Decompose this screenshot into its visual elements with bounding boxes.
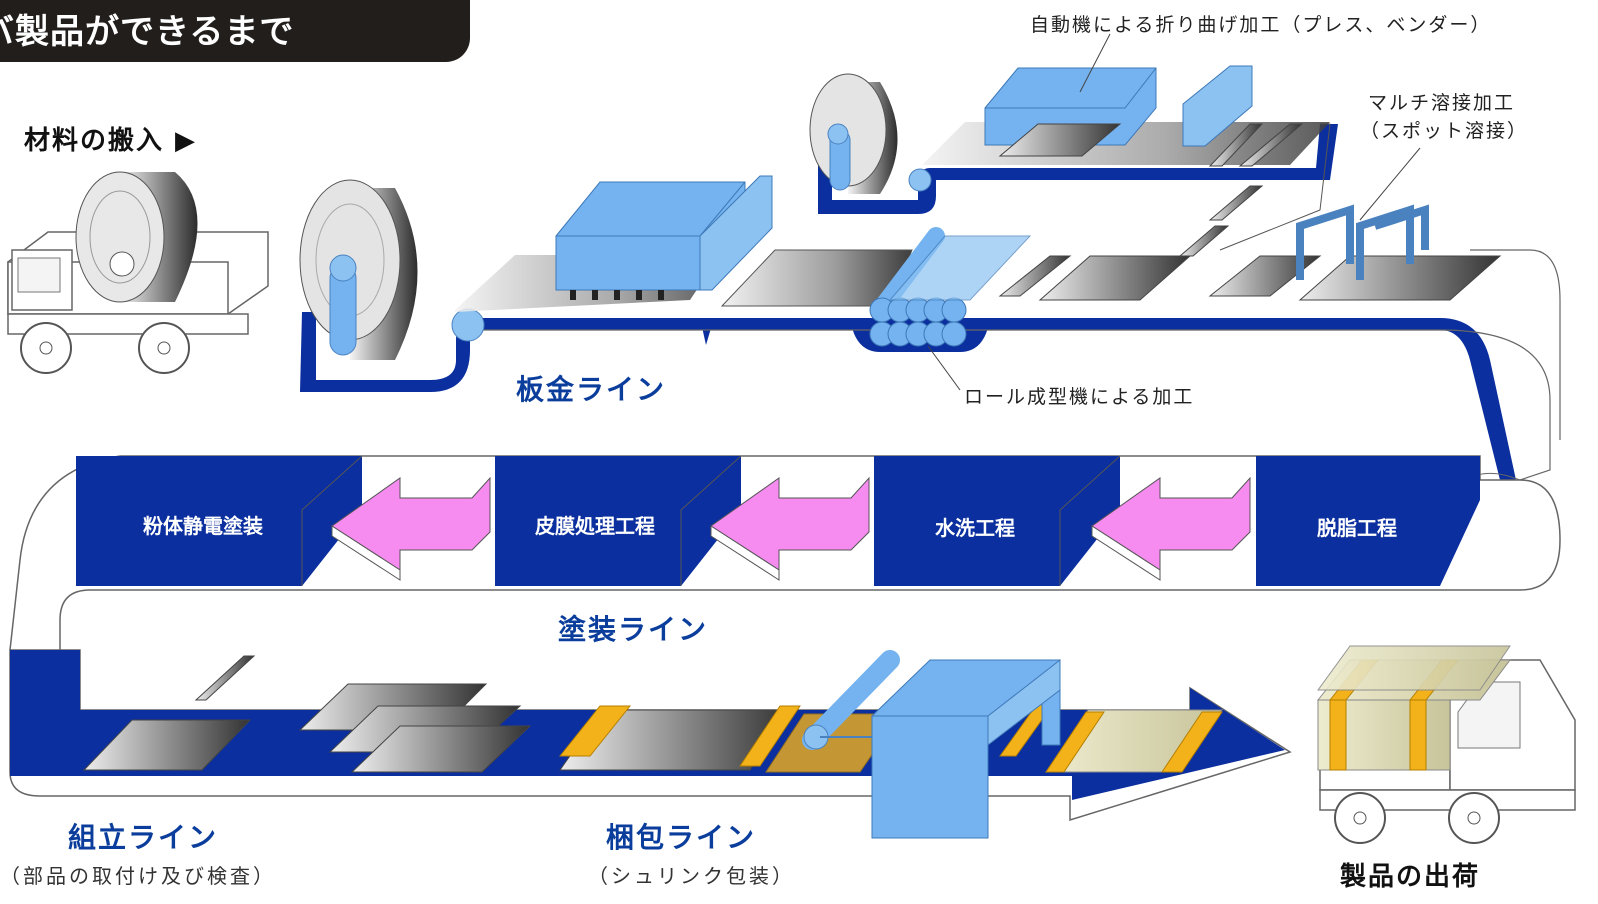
packing-note: （シュリンク包装）: [588, 864, 795, 888]
stage-powder-coating: 粉体静電塗装: [143, 514, 263, 538]
sheet-coil-upper: [809, 73, 932, 194]
stage-degreasing: 脱脂工程: [1317, 516, 1397, 540]
assembly-note: （部品の取付け及び検査）: [0, 864, 276, 888]
leader-lines: [927, 33, 1421, 391]
roll-forming-label: ロール成型機による加工: [964, 386, 1195, 408]
delivery-truck-out: [1316, 645, 1576, 844]
press-machine-1: [555, 175, 773, 300]
spot-welding-gantry: [1296, 204, 1429, 280]
stage-film-treatment: 皮膜処理工程: [535, 514, 655, 538]
roll-forming-machine: [869, 227, 1032, 347]
packing-line-label: 梱包ライン: [606, 821, 757, 854]
shrink-wrap-machine: [802, 650, 1061, 839]
press-machine-2: [984, 65, 1253, 147]
formed-rails: [998, 255, 1502, 301]
multi-weld-label: マルチ溶接加工: [1368, 92, 1516, 114]
spot-weld-label: （スポット溶接）: [1360, 120, 1529, 142]
cut-sheet: [720, 249, 913, 307]
page-title: バ製品ができるまで: [0, 12, 295, 52]
delivery-truck-in: [7, 171, 269, 374]
packing-bundles: [558, 699, 1223, 773]
painting-line-label: 塗装ライン: [558, 613, 709, 646]
material-in-label: 材料の搬入 ▶: [24, 126, 198, 156]
title-banner: バ製品ができるまで: [0, 0, 470, 62]
sheet-coil-main: [299, 179, 485, 360]
assembly-line-label: 組立ライン: [68, 821, 219, 854]
bent-rails: [998, 123, 1304, 257]
shipping-label: 製品の出荷: [1340, 862, 1481, 892]
painting-stage-boxes: [76, 456, 1480, 586]
sheet-metal-line-label: 板金ライン: [516, 373, 667, 406]
press-bender-label: 自動機による折り曲げ加工（プレス、ベンダー）: [1030, 14, 1492, 36]
stage-water-wash: 水洗工程: [935, 516, 1015, 540]
stage-box-edges: [301, 455, 1121, 586]
flow-arrow-pink: [331, 476, 1251, 581]
assembly-parts: [82, 655, 532, 773]
